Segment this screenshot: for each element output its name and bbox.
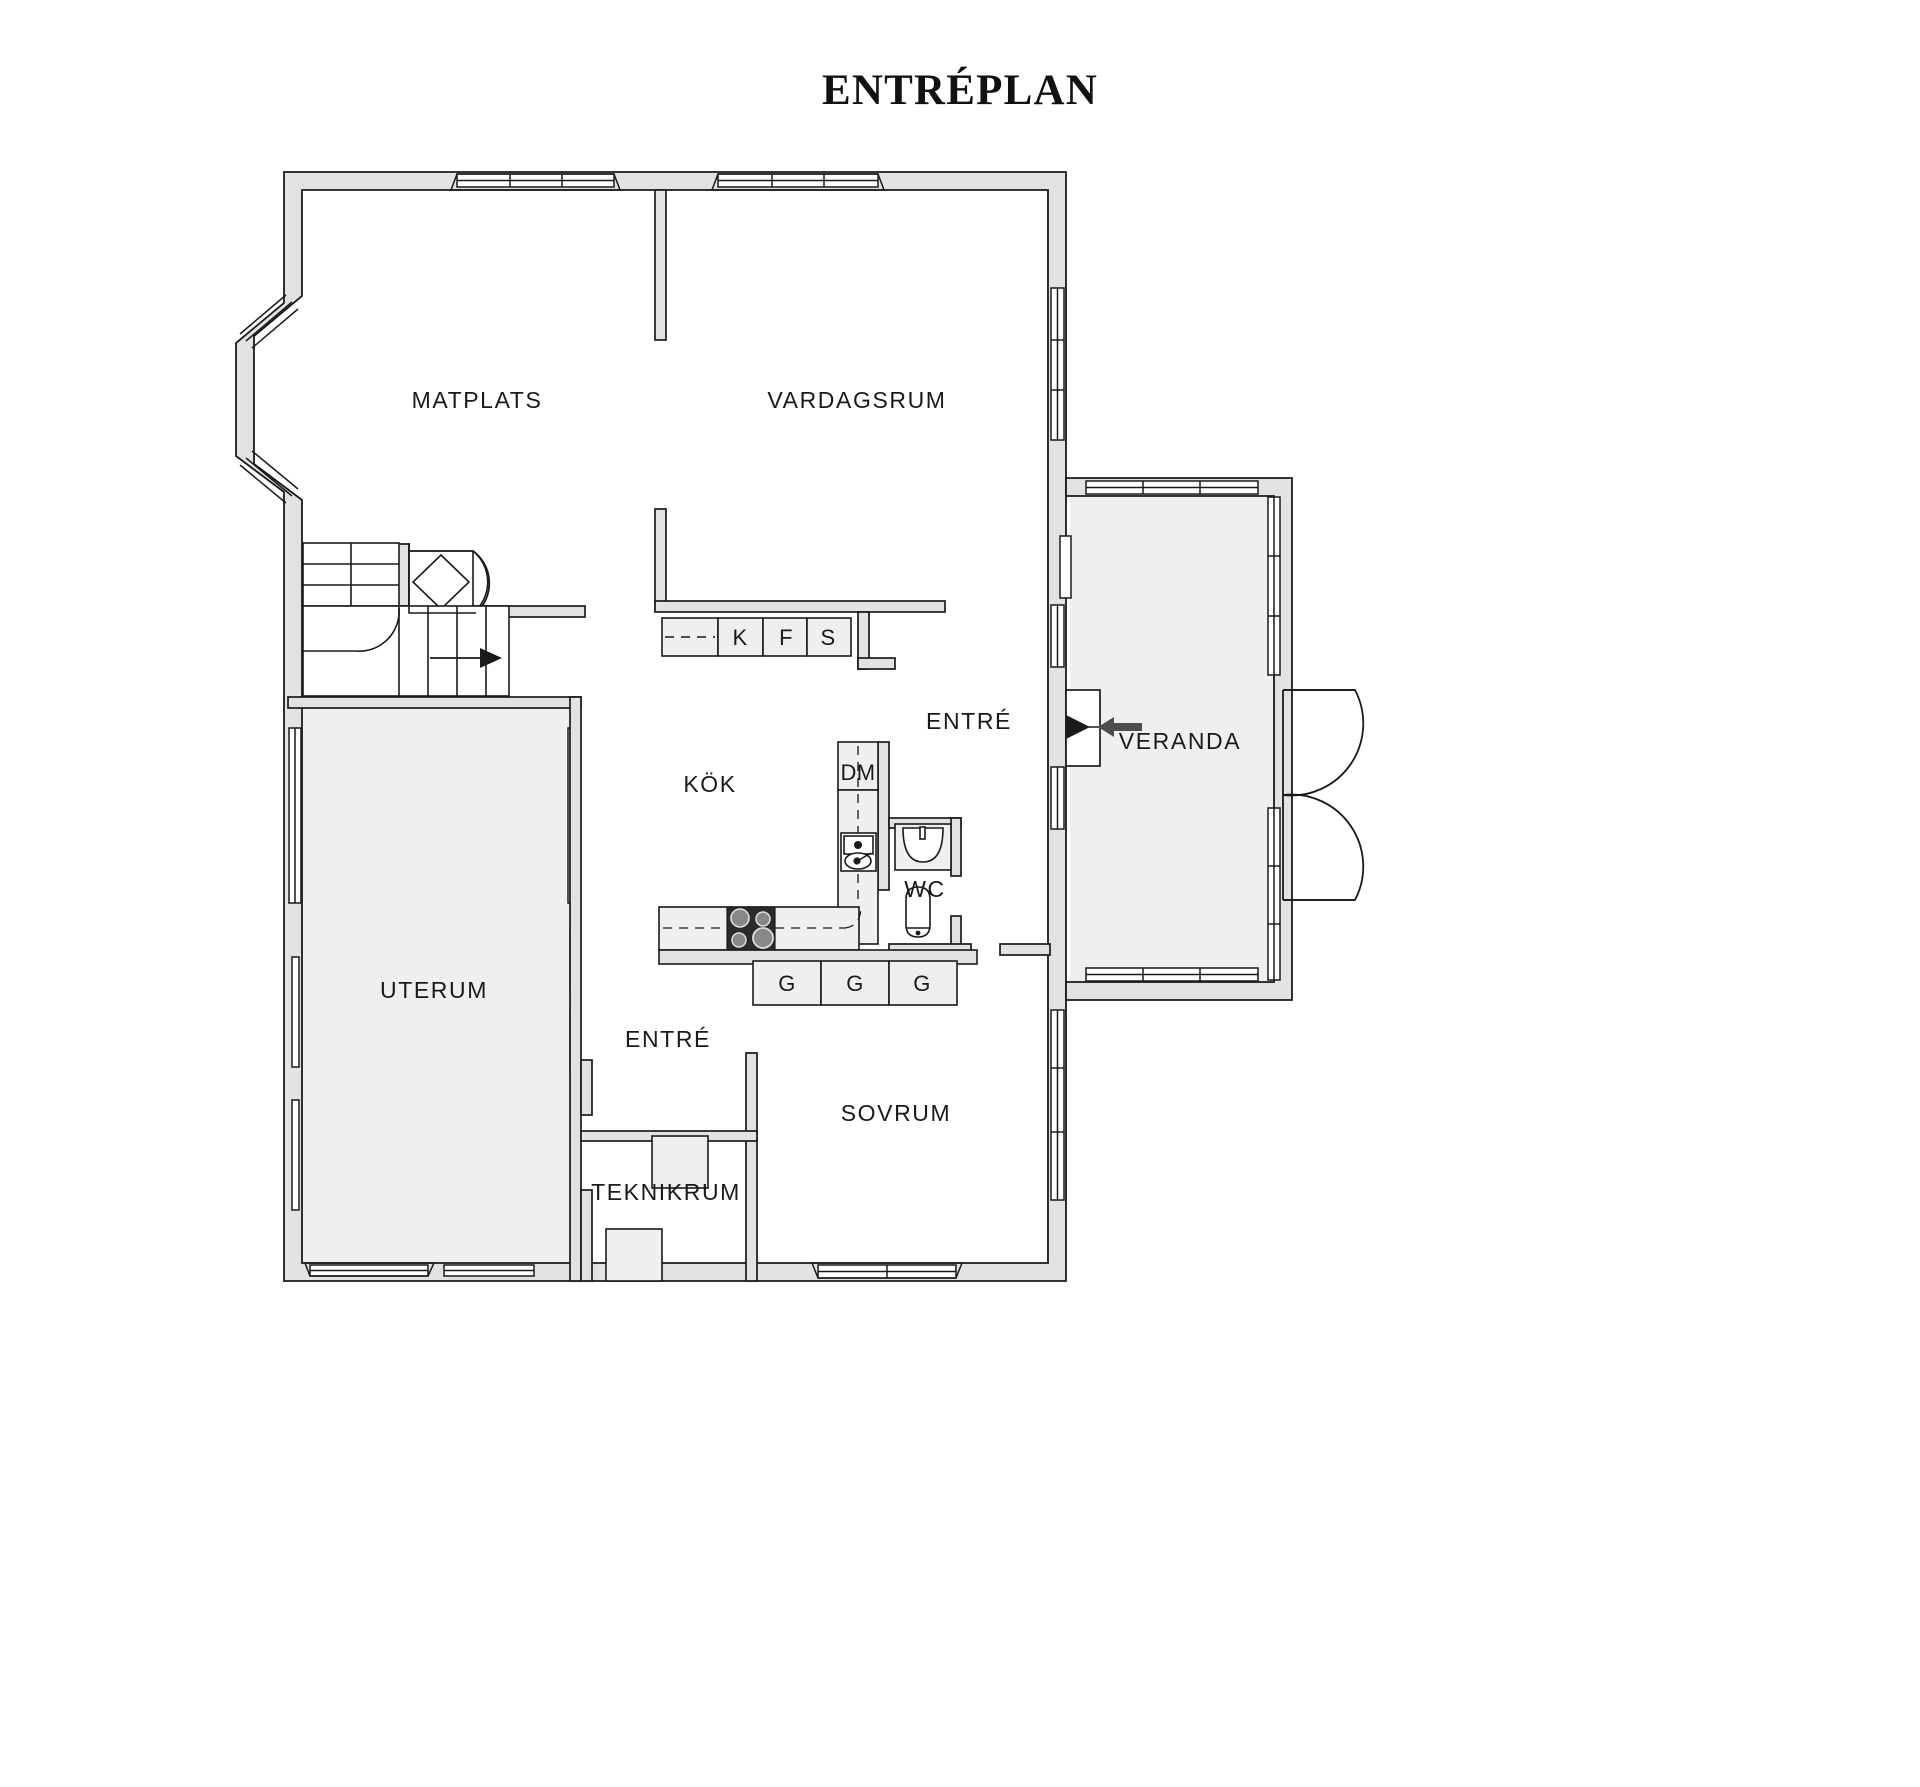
window-vardagsrum-top — [710, 173, 886, 191]
room-fill-veranda — [1070, 487, 1282, 991]
wall-kitchen-upper-v — [654, 508, 667, 610]
veranda-walls — [1065, 477, 1293, 1001]
window-uterum-left-1 — [288, 727, 302, 904]
window-right-entre-b — [1050, 766, 1065, 830]
room-label-uterum: UTERUM — [380, 977, 488, 1003]
room-label-wc: WC — [904, 876, 946, 902]
cabinet-label-g2: G — [846, 971, 864, 996]
room-label-kok: KÖK — [683, 771, 736, 797]
teknikrum-equipment — [605, 1135, 709, 1282]
entrance-arrow-icon — [1065, 689, 1142, 767]
window-right-sovrum — [1050, 1009, 1065, 1201]
cabinet-label-dm: DM — [840, 760, 875, 785]
room-label-entre-top: ENTRÉ — [926, 708, 1012, 734]
cabinet-label-f: F — [779, 625, 793, 650]
wall-teknikrum-left2 — [580, 1189, 593, 1282]
staircase — [302, 542, 510, 697]
wc-washbasin-icon — [894, 823, 952, 871]
room-fill-uterum — [288, 708, 576, 1281]
teknikrum-unit-1 — [651, 1135, 709, 1189]
window-veranda-top — [1085, 480, 1259, 495]
veranda-double-door[interactable] — [1282, 689, 1365, 901]
window-bottom-uterum-2 — [443, 1264, 535, 1277]
room-fills — [288, 487, 1282, 1281]
wall-uterum-right — [569, 696, 582, 1282]
wall-kitchen-upper-h — [654, 600, 946, 613]
window-veranda-right-lower — [1267, 807, 1281, 981]
cabinet-label-g3: G — [913, 971, 931, 996]
room-labels: MATPLATS VARDAGSRUM UTERUM KÖK ENTRÉ VER… — [380, 387, 1241, 1205]
window-bay-upper — [239, 294, 299, 349]
wall-kitchen-right-h — [857, 657, 896, 670]
window-right-entre-a — [1050, 604, 1065, 668]
wall-hall-stub — [999, 943, 1051, 956]
cabinet-label-s: S — [820, 625, 835, 650]
room-label-matplats: MATPLATS — [412, 387, 543, 413]
window-bottom-uterum — [303, 1262, 436, 1277]
cabinet-label-k: K — [732, 625, 747, 650]
page-title: ENTRÉPLAN — [821, 67, 1098, 114]
cabinet-row-g — [752, 960, 958, 1006]
window-right-vardagsrum — [1050, 287, 1065, 441]
window-matplats-top — [449, 173, 622, 191]
wc-toilet-icon — [905, 886, 931, 938]
teknikrum-unit-2 — [605, 1228, 663, 1282]
cabinet-label-g1: G — [778, 971, 796, 996]
room-label-entre-lower: ENTRÉ — [625, 1026, 711, 1052]
room-label-vardagsrum: VARDAGSRUM — [767, 387, 946, 413]
wall-wc-right — [950, 817, 962, 877]
window-uterum-left-2 — [291, 956, 300, 1068]
stove-icon — [726, 906, 776, 951]
window-veranda-bottom — [1085, 967, 1259, 982]
appliance-labels: K F S DM G G G — [732, 625, 930, 996]
room-label-sovrum: SOVRUM — [841, 1100, 952, 1126]
wall-dm-right — [877, 741, 890, 891]
wall-sovrum-left — [745, 1052, 758, 1282]
wall-teknikrum-left — [580, 1059, 593, 1116]
room-label-veranda: VERANDA — [1119, 728, 1241, 754]
wall-matplats-vardagsrum — [654, 189, 667, 341]
kitchen-sink-icon — [840, 832, 877, 872]
window-bottom-sovrum — [810, 1262, 964, 1279]
stair-direction-arrow-icon — [430, 648, 502, 668]
window-uterum-left-3 — [291, 1099, 300, 1211]
cabinet-row-kfs — [661, 617, 852, 657]
window-bay-lower — [239, 450, 299, 504]
wall-uterum-top — [287, 696, 582, 709]
window-veranda-left-upper — [1059, 535, 1072, 599]
room-label-teknikrum: TEKNIKRUM — [591, 1179, 741, 1205]
window-veranda-right-upper — [1267, 496, 1281, 676]
